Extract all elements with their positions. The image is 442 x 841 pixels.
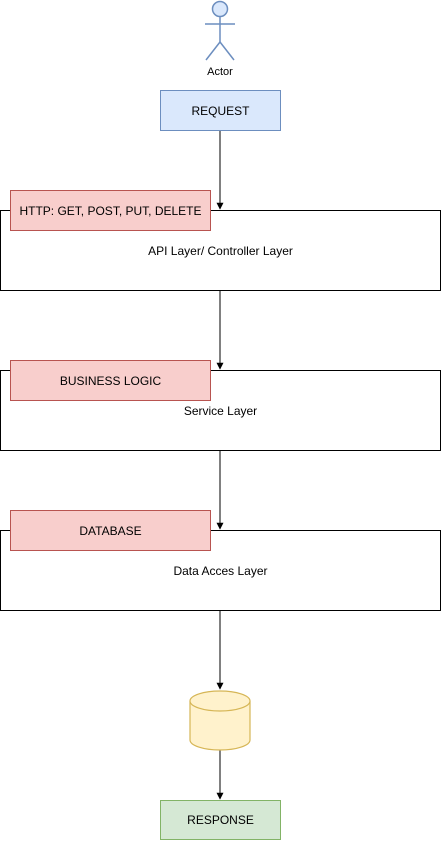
request-box[interactable]: REQUEST (160, 90, 281, 131)
business-logic-label: BUSINESS LOGIC (59, 373, 162, 388)
data-access-layer-label: Data Acces Layer (173, 563, 268, 578)
business-logic-tag[interactable]: BUSINESS LOGIC (10, 360, 211, 401)
actor-icon (205, 0, 235, 61)
database-label: DATABASE (79, 523, 142, 538)
service-layer-label: Service Layer (183, 403, 258, 418)
request-label: REQUEST (191, 103, 250, 118)
response-label: RESPONSE (187, 813, 254, 827)
actor-label: Actor (207, 66, 233, 78)
http-methods-tag[interactable]: HTTP: GET, POST, PUT, DELETE (10, 190, 211, 231)
api-layer-label: API Layer/ Controller Layer (148, 243, 293, 258)
http-methods-label: HTTP: GET, POST, PUT, DELETE (19, 203, 202, 218)
database-tag[interactable]: DATABASE (10, 510, 211, 551)
response-box[interactable]: RESPONSE (160, 800, 281, 840)
database-icon (189, 690, 251, 751)
